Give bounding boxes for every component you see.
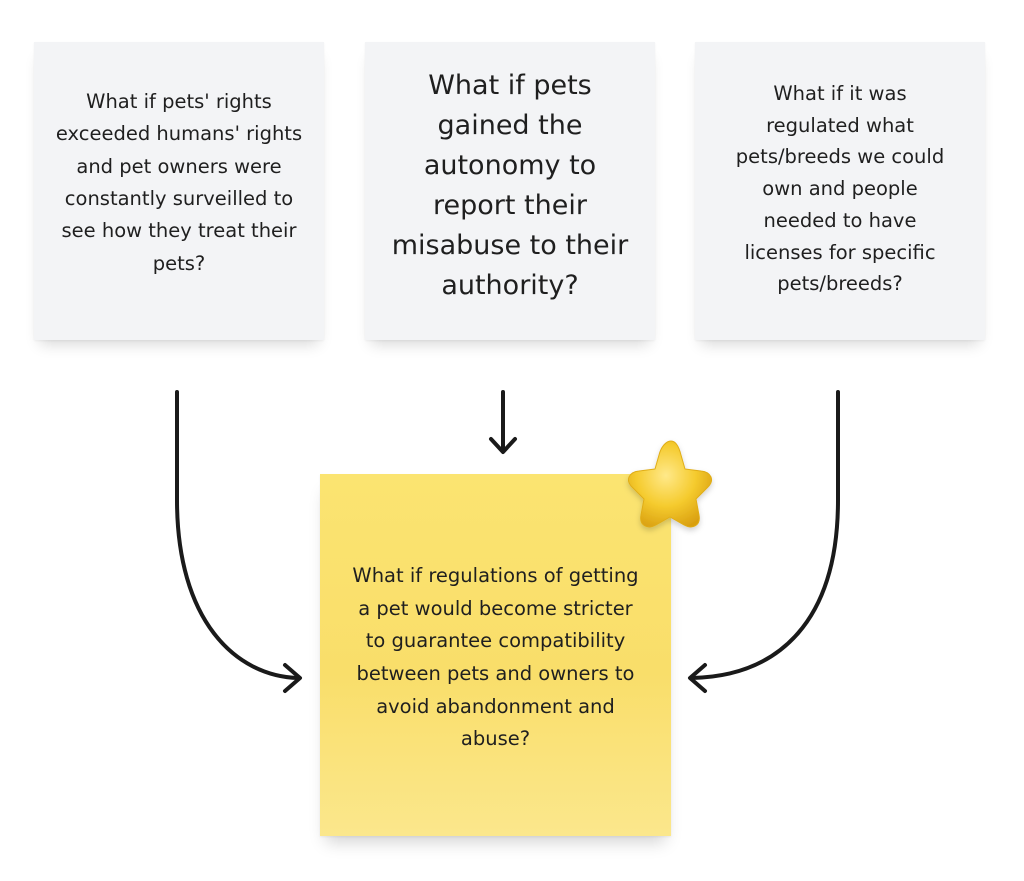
sticky-note-left[interactable]: What if pets' rights exceeded humans' ri… (34, 42, 324, 340)
sticky-note-right-text: What if it was regulated what pets/breed… (735, 81, 945, 296)
sticky-note-left-text: What if pets' rights exceeded humans' ri… (55, 90, 303, 275)
sticky-note-result[interactable]: What if regulations of getting a pet wou… (320, 474, 671, 836)
arrow-left-to-result[interactable] (175, 390, 302, 693)
sticky-note-right[interactable]: What if it was regulated what pets/breed… (695, 42, 985, 340)
arrow-right-to-result[interactable] (688, 390, 840, 693)
arrow-middle-to-result[interactable] (489, 390, 517, 454)
sticky-note-middle[interactable]: What if pets gained the autonomy to repo… (365, 42, 655, 340)
sticky-note-result-text: What if regulations of getting a pet wou… (352, 564, 639, 751)
sticky-note-middle-text: What if pets gained the autonomy to repo… (391, 70, 629, 301)
